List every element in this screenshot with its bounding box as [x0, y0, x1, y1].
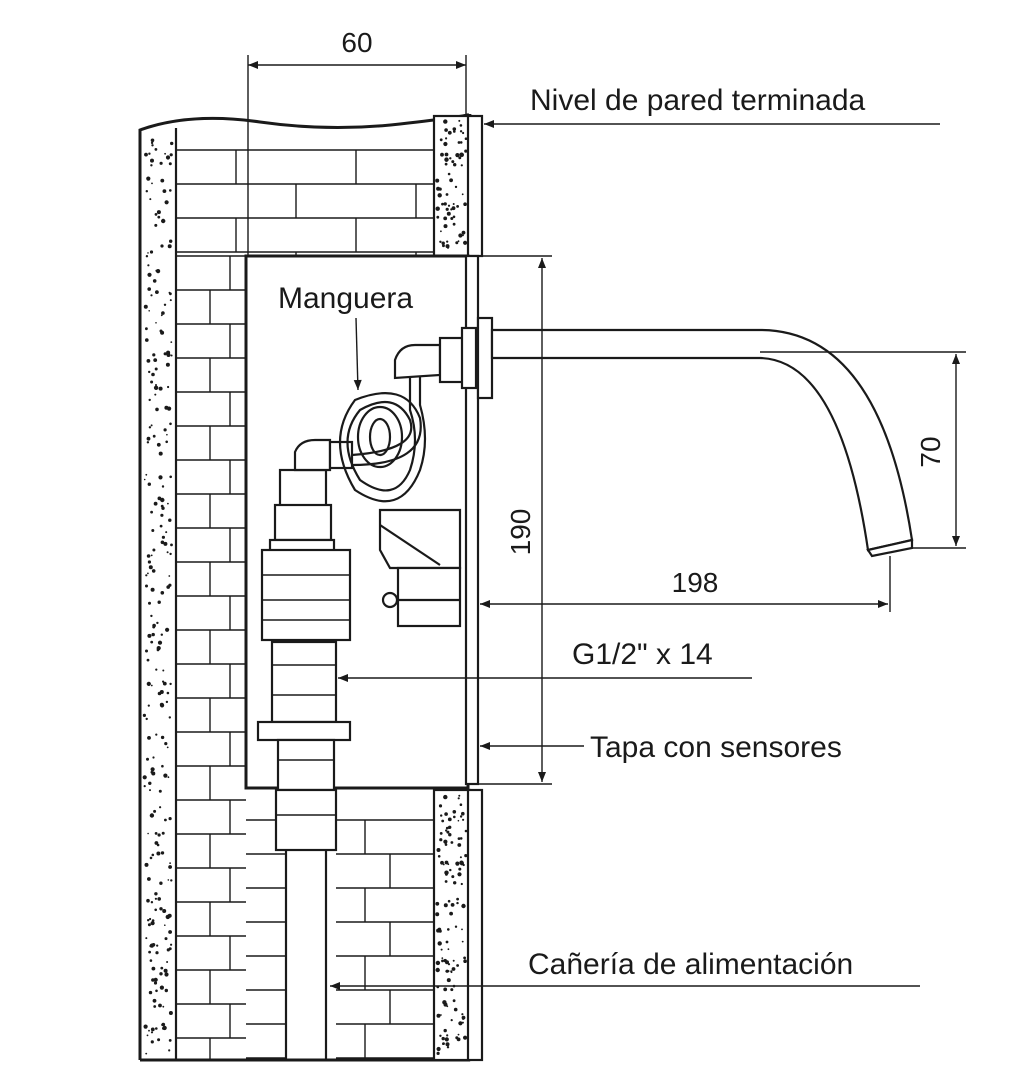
dim-box-height-text: 190: [505, 509, 536, 556]
callout-hose: Manguera: [278, 282, 413, 391]
hose: [339, 326, 478, 503]
callout-supply-pipe: Cañería de alimentación: [330, 948, 920, 990]
dim-spout-reach-text: 198: [672, 567, 719, 598]
label-hose: Manguera: [278, 282, 413, 315]
label-thread: G1/2" x 14: [572, 638, 713, 671]
label-sensor-cover: Tapa con sensores: [590, 731, 842, 764]
callout-thread: G1/2" x 14: [338, 638, 752, 682]
dimension-wall-width: 60: [247, 27, 467, 256]
callout-sensor-cover: Tapa con sensores: [480, 731, 842, 764]
dimension-spout-drop: 70: [760, 351, 966, 549]
label-supply-pipe: Cañería de alimentación: [528, 948, 853, 981]
dim-spout-drop-text: 70: [915, 436, 946, 467]
plaster-layer-right: [435, 119, 468, 1055]
label-finished-wall: Nivel de pared terminada: [530, 84, 866, 117]
dimension-spout-reach: 198: [480, 556, 891, 612]
callout-finished-wall: Nivel de pared terminada: [484, 84, 940, 128]
dim-wall-width-text: 60: [341, 27, 372, 58]
plaster-layer-left: [142, 138, 174, 1055]
dimension-box-height: 190: [478, 255, 552, 785]
spout: [476, 316, 914, 558]
supply-pipe: [274, 788, 338, 1060]
valve-assembly: [256, 438, 354, 792]
wall: [138, 112, 484, 1062]
